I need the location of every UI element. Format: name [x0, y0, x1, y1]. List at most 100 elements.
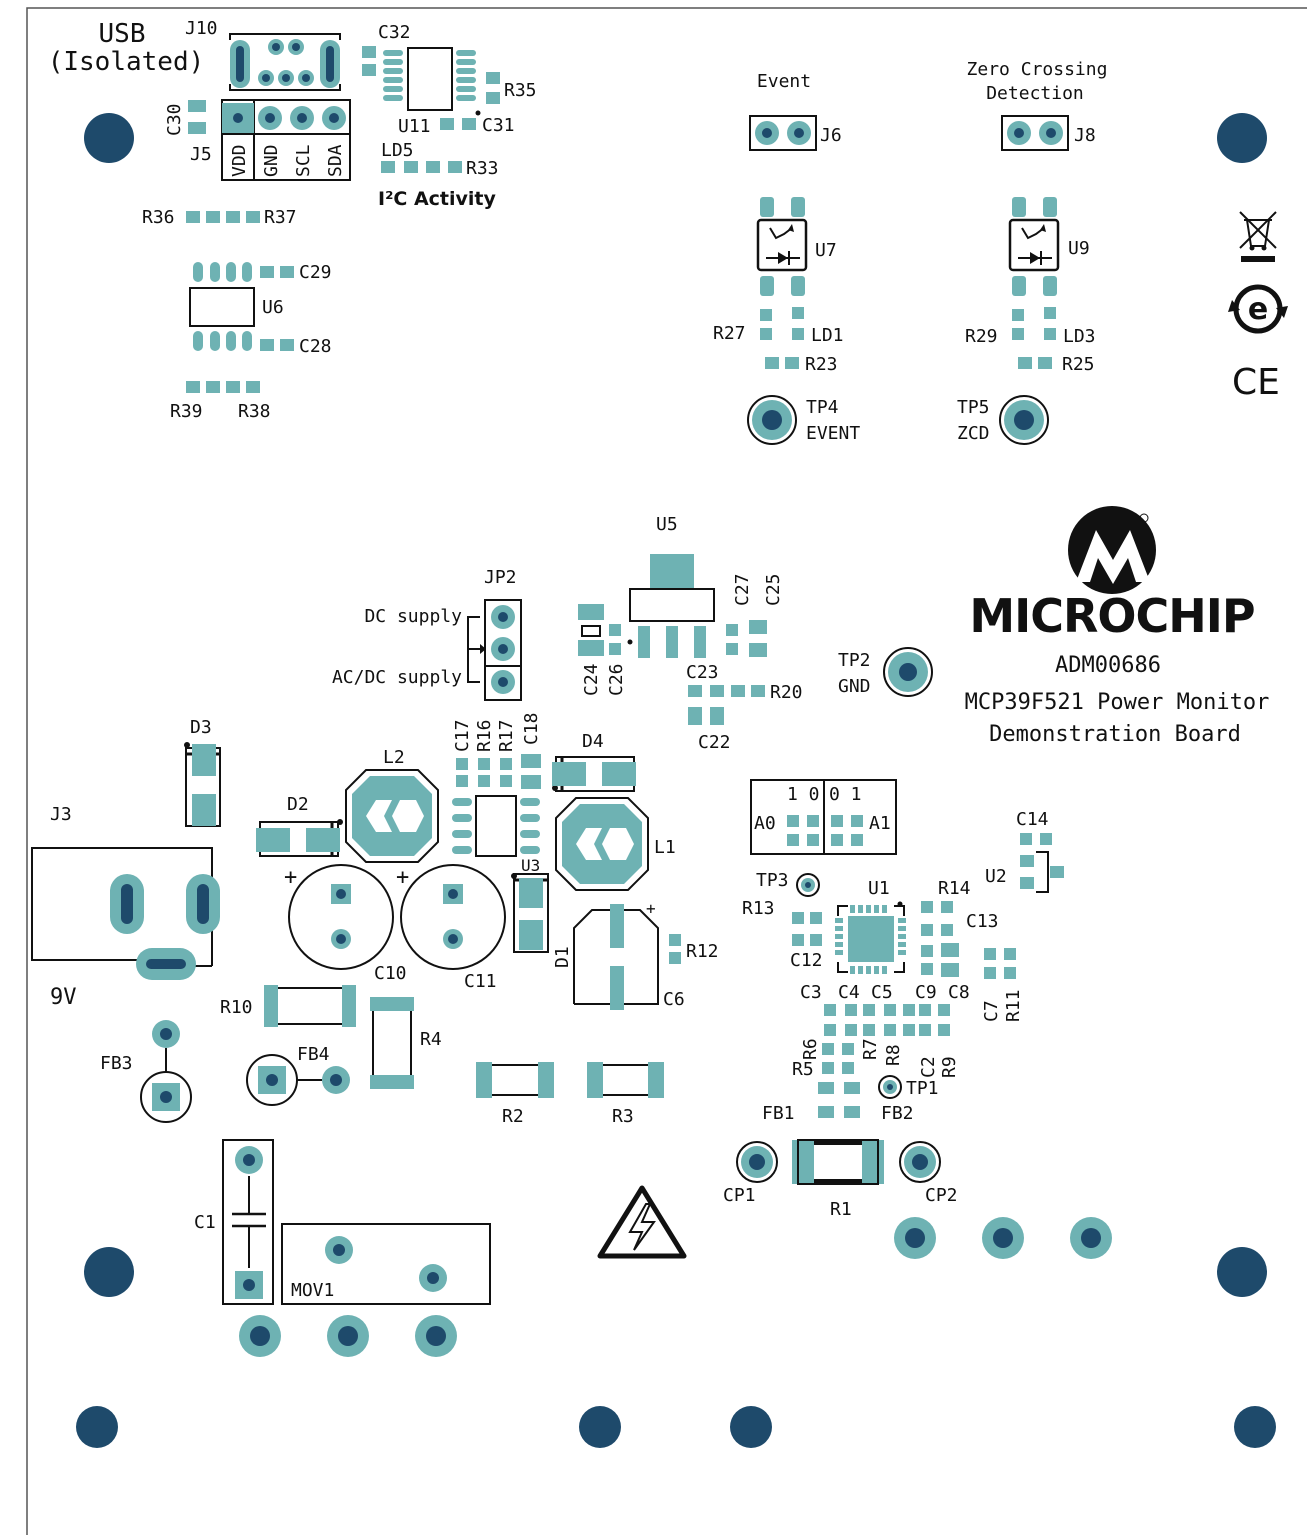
usb-isolated-label: (Isolated) — [48, 47, 205, 77]
refdes-r1: R1 — [830, 1199, 852, 1220]
refdes-r11: R11 — [1003, 989, 1024, 1022]
refdes-c7: C7 — [981, 1000, 1002, 1022]
testpoint-tp3 — [796, 873, 820, 897]
refdes-c1: C1 — [194, 1212, 216, 1233]
recycle-e-icon: e — [1228, 284, 1288, 334]
refdes-j6: J6 — [820, 125, 842, 146]
refdes-c17: C17 — [452, 719, 473, 752]
capacitor-c10: + — [284, 864, 394, 970]
refdes-r37: R37 — [264, 207, 297, 228]
label-zcd: ZCD — [957, 423, 990, 444]
refdes-tp2: TP2 — [838, 650, 871, 671]
svg-text:+: + — [284, 865, 297, 890]
header-j5 — [221, 99, 351, 181]
refdes-c4: C4 — [838, 982, 860, 1003]
resistor-r10 — [264, 985, 356, 1027]
voltage-9v-label: 9V — [50, 985, 77, 1010]
barrel-jack-j3 — [31, 847, 220, 980]
testpoint-cp1 — [736, 1141, 778, 1183]
refdes-r12: R12 — [686, 941, 719, 962]
i2c-activity-label: I²C Activity — [378, 188, 496, 210]
capacitor-c1 — [222, 1139, 274, 1305]
j5-pin-labels: VDD GND SCL SDA — [229, 144, 346, 177]
optocoupler-u9 — [1008, 197, 1060, 296]
refdes-r4: R4 — [420, 1029, 442, 1050]
refdes-r14: R14 — [938, 878, 971, 899]
refdes-r36: R36 — [142, 207, 175, 228]
address-a1: A1 — [869, 813, 891, 834]
refdes-j3: J3 — [50, 804, 72, 825]
refdes-u2: U2 — [985, 866, 1007, 887]
dc-supply-label: DC supply — [364, 606, 462, 627]
testpoint-tp5 — [999, 395, 1049, 445]
c17-r16-r17-c18-pads — [456, 754, 541, 789]
refdes-c24: C24 — [581, 663, 602, 696]
mounting-holes — [76, 113, 1276, 1448]
refdes-c27: C27 — [732, 573, 753, 606]
refdes-fb1: FB1 — [762, 1103, 795, 1124]
refdes-c9: C9 — [915, 982, 937, 1003]
refdes-r9: R9 — [939, 1056, 960, 1078]
capacitor-c6: + — [573, 899, 659, 1010]
label-event: EVENT — [806, 423, 860, 444]
refdes-d3: D3 — [190, 717, 212, 738]
resistor-r4 — [370, 997, 414, 1089]
board-outline — [26, 7, 1307, 1535]
c31-pads — [440, 118, 476, 130]
refdes-c8: C8 — [948, 982, 970, 1003]
testpoint-tp2 — [883, 647, 933, 697]
refdes-r29: R29 — [965, 326, 998, 347]
refdes-j10: J10 — [185, 18, 218, 39]
ld5-r33-pads — [381, 161, 462, 173]
refdes-l1: L1 — [654, 837, 676, 858]
diode-d3 — [184, 742, 221, 827]
refdes-c30: C30 — [164, 103, 185, 136]
ferrite-fb4 — [246, 1054, 350, 1106]
refdes-r5: R5 — [792, 1059, 814, 1080]
refdes-c31: C31 — [482, 115, 515, 136]
connector-j10 — [229, 33, 341, 91]
refdes-c29: C29 — [299, 262, 332, 283]
address-table: 1 0 0 1 A0 A1 — [750, 779, 897, 855]
refdes-u5: U5 — [656, 514, 678, 535]
varistor-mov1 — [281, 1223, 491, 1305]
refdes-r23: R23 — [805, 354, 838, 375]
refdes-r3: R3 — [612, 1106, 634, 1127]
refdes-r6: R6 — [800, 1038, 821, 1060]
optocoupler-u7 — [756, 197, 808, 296]
board-title-line1: MCP39F521 Power Monitor — [965, 690, 1270, 715]
usb-label: USB — [99, 19, 146, 49]
r35-pads — [486, 72, 500, 104]
refdes-ld3: LD3 — [1063, 326, 1096, 347]
refdes-tp5: TP5 — [957, 397, 990, 418]
refdes-j5: J5 — [190, 144, 212, 165]
refdes-c26: C26 — [606, 663, 627, 696]
inductor-l2 — [345, 769, 439, 863]
refdes-u9: U9 — [1068, 238, 1090, 259]
refdes-r8: R8 — [883, 1044, 904, 1066]
refdes-c18: C18 — [521, 712, 542, 745]
refdes-c6: C6 — [663, 989, 685, 1010]
refdes-d1: D1 — [552, 946, 573, 968]
ic-u1 — [835, 901, 906, 974]
ic-u6 — [189, 262, 294, 351]
refdes-tp3: TP3 — [756, 870, 789, 891]
refdes-c14: C14 — [1016, 809, 1049, 830]
zcd-label-line2: Detection — [986, 83, 1084, 104]
address-top-left: 1 0 — [787, 784, 820, 805]
refdes-mov1: MOV1 — [291, 1280, 334, 1301]
refdes-c2: C2 — [918, 1056, 939, 1078]
refdes-c25: C25 — [763, 573, 784, 606]
resistor-r2 — [476, 1062, 554, 1098]
refdes-r20: R20 — [770, 682, 803, 703]
refdes-c12: C12 — [790, 950, 823, 971]
refdes-r27: R27 — [713, 323, 746, 344]
ferrite-fb3 — [140, 1020, 192, 1123]
c14-u2-pads — [1020, 833, 1064, 893]
brand-microchip: MICROCHIP — [969, 589, 1254, 643]
refdes-u11: U11 — [398, 116, 431, 137]
pin-label-vdd: VDD — [229, 144, 250, 177]
svg-text:+: + — [396, 865, 409, 890]
svg-text:+: + — [646, 899, 656, 918]
refdes-u6: U6 — [262, 297, 284, 318]
